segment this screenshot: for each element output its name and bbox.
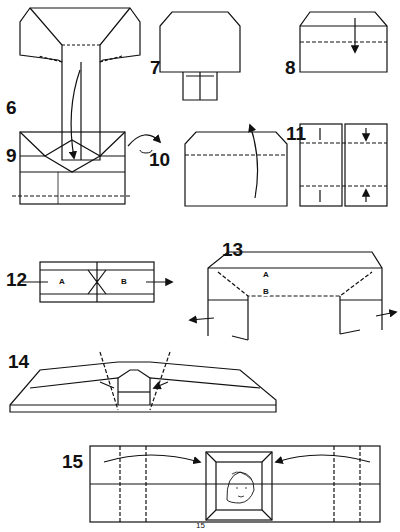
step-number: 6 (6, 98, 17, 117)
point-label: B (120, 278, 128, 286)
step-number: 14 (8, 352, 29, 371)
step9-figure (12, 132, 160, 204)
step-number: 7 (150, 58, 161, 77)
step-number: 11 (286, 124, 306, 143)
step15-figure (90, 446, 380, 522)
step8-figure (300, 12, 387, 72)
step6-figure (20, 8, 140, 160)
step-number: 8 (285, 58, 296, 77)
step-number: 13 (222, 240, 243, 259)
step12-figure (22, 262, 172, 302)
point-label: A (58, 278, 66, 286)
step10-figure (185, 125, 287, 206)
point-label: A (262, 271, 270, 279)
step11-figure (300, 124, 387, 206)
point-label: B (262, 288, 270, 296)
step-number: 9 (6, 146, 17, 165)
step7-figure (160, 12, 240, 100)
page-number: 15 (196, 522, 205, 530)
step14-figure (10, 352, 276, 412)
step-number: 15 (62, 452, 83, 471)
step-number: 12 (6, 270, 27, 289)
step-number: 10 (149, 150, 170, 169)
step13-figure (190, 252, 396, 340)
